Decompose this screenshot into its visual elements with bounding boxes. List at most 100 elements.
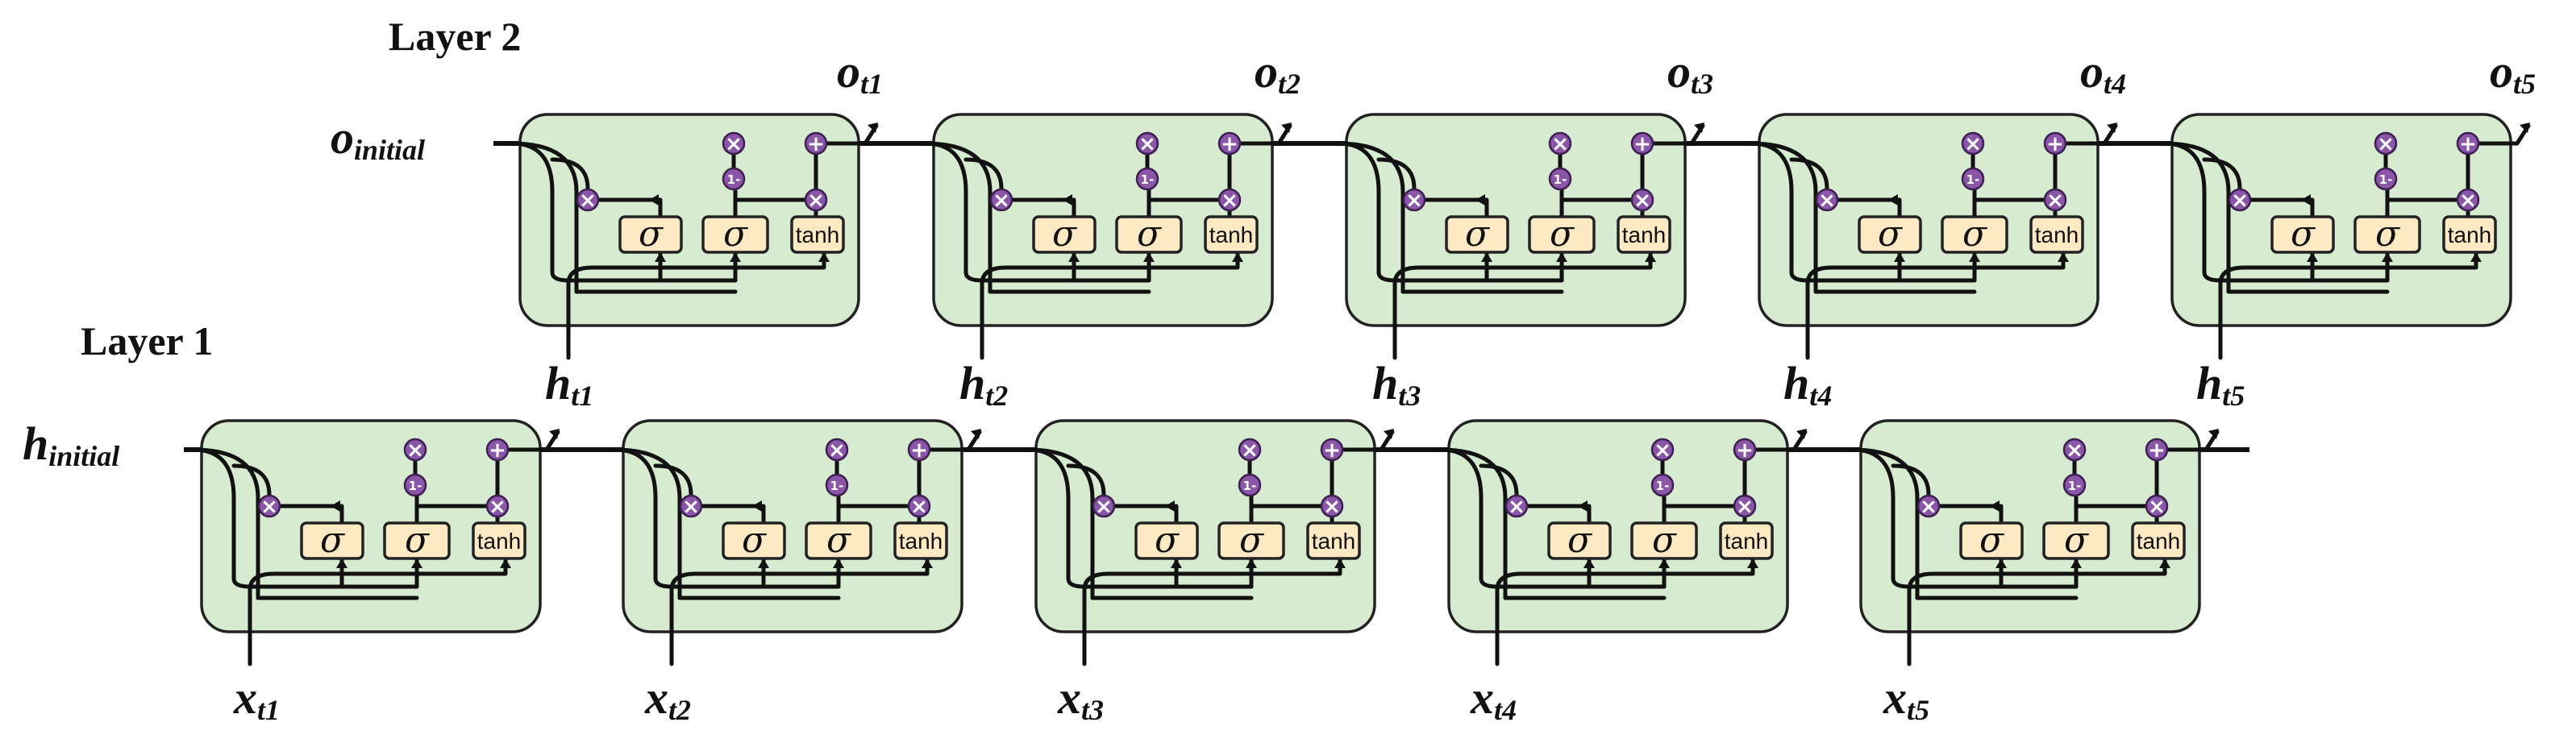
multiply-operator: ×: [485, 494, 510, 519]
svg-text:×: ×: [2459, 189, 2477, 213]
sigma-gate-update: σ: [1217, 520, 1285, 561]
multiply-operator: ×: [1815, 188, 1839, 213]
multiply-operator: ×: [1135, 131, 1159, 156]
svg-text:×: ×: [1508, 495, 1525, 519]
svg-text:+: +: [2046, 132, 2064, 156]
svg-text:×: ×: [406, 438, 424, 463]
svg-text:σ: σ: [1979, 520, 2005, 561]
cell-wire: [510, 141, 579, 294]
cell-wire: [1495, 556, 1755, 666]
svg-text:σ: σ: [826, 520, 852, 561]
sigma-gate-update: σ: [1630, 520, 1698, 561]
svg-text:1-: 1-: [2068, 479, 2082, 493]
svg-text:σ: σ: [1155, 520, 1180, 561]
cell-wire: [1438, 447, 1508, 600]
svg-text:+: +: [1221, 132, 1238, 156]
cell-wire: [1066, 463, 1106, 497]
multiply-operator: ×: [804, 188, 828, 213]
svg-text:1-: 1-: [2379, 172, 2393, 187]
svg-text:σ: σ: [1550, 214, 1575, 255]
layer-2-title: Layer 2: [389, 14, 521, 59]
svg-text:+: +: [1633, 132, 1651, 156]
svg-text:×: ×: [807, 189, 825, 213]
tanh-gate: tanh: [790, 215, 845, 254]
tanh-gate: tanh: [2131, 521, 2186, 560]
multiply-operator: ×: [1961, 131, 1985, 156]
add-operator: +: [1733, 438, 1757, 463]
cell-wire: [613, 447, 682, 600]
cell-wire: [1789, 270, 1977, 283]
cell-wire: [2064, 123, 2118, 146]
add-operator: +: [907, 438, 931, 463]
cell-wire: [1392, 250, 1653, 360]
layer-1-initial-sub: initial: [48, 440, 119, 472]
multiply-operator: ×: [2456, 188, 2480, 213]
cell-wire: [923, 141, 993, 294]
sigma-gate-update: σ: [701, 214, 769, 255]
one-minus-operator: 1-: [1650, 473, 1675, 497]
svg-text:×: ×: [2066, 438, 2083, 463]
svg-text:×: ×: [682, 495, 700, 519]
tanh-gate: tanh: [2442, 215, 2497, 254]
one-minus-operator: 1-: [1961, 167, 1985, 191]
add-operator: +: [1320, 438, 1344, 463]
svg-text:+: +: [1736, 438, 1754, 463]
cell-box: [1447, 419, 1789, 633]
input-label-x-t3: xt3: [1057, 671, 1104, 726]
svg-text:tanh: tanh: [1209, 222, 1254, 247]
layer-2-output-labels: ot1 ot2 ot3 ot4 ot5: [837, 45, 2536, 100]
svg-text:×: ×: [260, 495, 278, 519]
sigma-gate-reset: σ: [1445, 214, 1509, 255]
cell-box: [1859, 419, 2201, 633]
svg-text:×: ×: [1654, 438, 1671, 463]
svg-text:σ: σ: [723, 214, 749, 255]
input-label-x-t2: xt2: [644, 671, 691, 726]
multiply-operator: ×: [907, 494, 931, 519]
one-minus-operator: 1-: [722, 167, 746, 191]
svg-text:σ: σ: [405, 520, 431, 561]
svg-text:tanh: tanh: [899, 529, 943, 554]
multiply-operator: ×: [2374, 131, 2398, 156]
cell-wire: [1789, 157, 1829, 191]
sigma-gate-reset: σ: [1134, 520, 1199, 561]
cell-box: [1758, 113, 2100, 327]
svg-text:σ: σ: [1652, 520, 1678, 561]
cell-wire: [550, 157, 590, 191]
svg-text:σ: σ: [1239, 520, 1265, 561]
svg-text:×: ×: [1405, 189, 1423, 213]
sigma-gate-reset: σ: [1032, 214, 1097, 255]
output-label-o-t3: ot3: [1667, 45, 1713, 100]
cell-wire: [277, 504, 344, 525]
layer-2-initial-sub: initial: [354, 134, 425, 166]
svg-text:1-: 1-: [1656, 479, 1670, 493]
svg-text:1-: 1-: [1141, 172, 1155, 187]
multiply-operator: ×: [1217, 188, 1242, 213]
svg-text:×: ×: [1138, 132, 1156, 156]
cell-wire: [928, 430, 982, 452]
svg-text:1-: 1-: [409, 479, 422, 493]
cell-wire: [1754, 430, 1808, 452]
multiply-operator: ×: [2062, 438, 2087, 463]
layer-1-initial-main: h: [23, 417, 48, 470]
layer-2-initial-main: o: [331, 111, 354, 164]
cell-wire: [1525, 504, 1592, 525]
sigma-gate-update: σ: [2353, 214, 2421, 255]
svg-text:σ: σ: [1052, 214, 1078, 255]
tanh-gate: tanh: [1306, 521, 1361, 560]
svg-text:tanh: tanh: [477, 529, 522, 554]
cell-wire: [1651, 123, 1705, 146]
svg-text:1-: 1-: [1243, 479, 1257, 493]
svg-text:σ: σ: [1137, 214, 1163, 255]
svg-text:×: ×: [2377, 132, 2395, 156]
multiply-operator: ×: [1092, 494, 1116, 519]
svg-text:×: ×: [489, 495, 506, 519]
cell-wire: [2202, 157, 2242, 191]
sigma-gate-update: σ: [1528, 214, 1596, 255]
cell-wire: [980, 250, 1240, 360]
svg-text:σ: σ: [1465, 214, 1491, 255]
